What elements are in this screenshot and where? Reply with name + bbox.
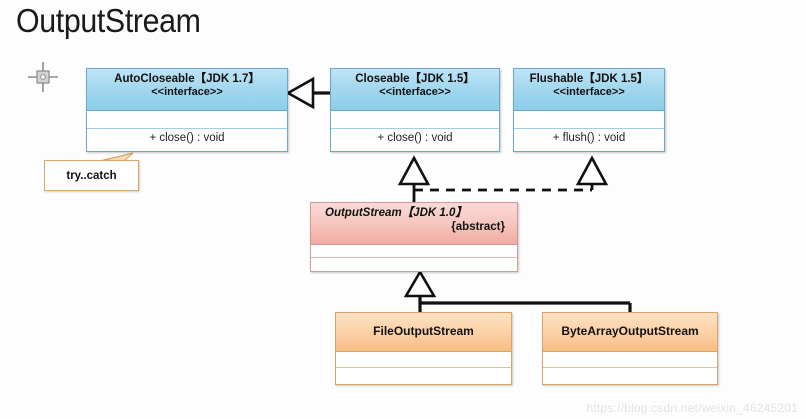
class-header-outputstream: OutputStream【JDK 1.0】 {abstract}	[311, 203, 517, 245]
class-name-autocloseable: AutoCloseable【JDK 1.7】	[114, 73, 260, 85]
class-box-flushable[interactable]: Flushable【JDK 1.5】 <<interface>> + flush…	[513, 68, 665, 152]
class-stereotype-closeable: <<interface>>	[379, 86, 451, 99]
class-attributes-closeable	[331, 111, 499, 129]
realization-outputstream-to-flushable	[575, 155, 609, 190]
class-attributes-fileoutputstream	[336, 352, 511, 368]
class-method-closeable-close: + close() : void	[331, 129, 499, 151]
class-method-autocloseable-close: + close() : void	[87, 129, 287, 151]
class-methods-bytearrayoutputstream	[543, 368, 717, 384]
class-box-closeable[interactable]: Closeable【JDK 1.5】 <<interface>> + close…	[330, 68, 500, 152]
class-attributes-flushable	[514, 111, 664, 129]
class-box-outputstream[interactable]: OutputStream【JDK 1.0】 {abstract}	[310, 202, 518, 272]
class-method-flushable-flush: + flush() : void	[514, 129, 664, 151]
class-methods-outputstream	[311, 258, 517, 271]
class-box-autocloseable[interactable]: AutoCloseable【JDK 1.7】 <<interface>> + c…	[86, 68, 288, 152]
class-box-bytearrayoutputstream[interactable]: ByteArrayOutputStream	[542, 312, 718, 385]
class-attributes-outputstream	[311, 245, 517, 258]
realization-outputstream-to-closeable	[397, 155, 592, 204]
class-stereotype-autocloseable: <<interface>>	[151, 86, 223, 99]
class-methods-fileoutputstream	[336, 368, 511, 384]
class-name-flushable: Flushable【JDK 1.5】	[529, 73, 649, 85]
class-header-closeable: Closeable【JDK 1.5】 <<interface>>	[331, 69, 499, 111]
note-try-catch[interactable]: try..catch	[44, 160, 139, 191]
class-name-closeable: Closeable【JDK 1.5】	[355, 73, 475, 85]
class-name-outputstream: OutputStream【JDK 1.0】	[325, 207, 467, 219]
note-try-catch-label: try..catch	[66, 169, 117, 182]
class-attributes-autocloseable	[87, 111, 287, 129]
watermark: https://blog.csdn.net/weixin_46245201	[586, 401, 798, 415]
class-attributes-bytearrayoutputstream	[543, 352, 717, 368]
class-modifier-outputstream: {abstract}	[451, 221, 505, 234]
class-box-fileoutputstream[interactable]: FileOutputStream	[335, 312, 512, 385]
class-stereotype-flushable: <<interface>>	[553, 86, 625, 99]
class-header-bytearrayoutputstream: ByteArrayOutputStream	[543, 313, 717, 352]
class-header-autocloseable: AutoCloseable【JDK 1.7】 <<interface>>	[87, 69, 287, 111]
page-title: OutputStream	[16, 2, 201, 39]
class-name-fileoutputstream: FileOutputStream	[373, 324, 474, 338]
generalization-subclasses-to-outputstream	[403, 269, 632, 312]
class-name-bytearrayoutputstream: ByteArrayOutputStream	[561, 324, 699, 338]
class-header-flushable: Flushable【JDK 1.5】 <<interface>>	[514, 69, 664, 111]
crosshair-move-icon	[28, 62, 58, 92]
generalization-closeable-to-autocloseable	[285, 76, 330, 110]
class-header-fileoutputstream: FileOutputStream	[336, 313, 511, 352]
